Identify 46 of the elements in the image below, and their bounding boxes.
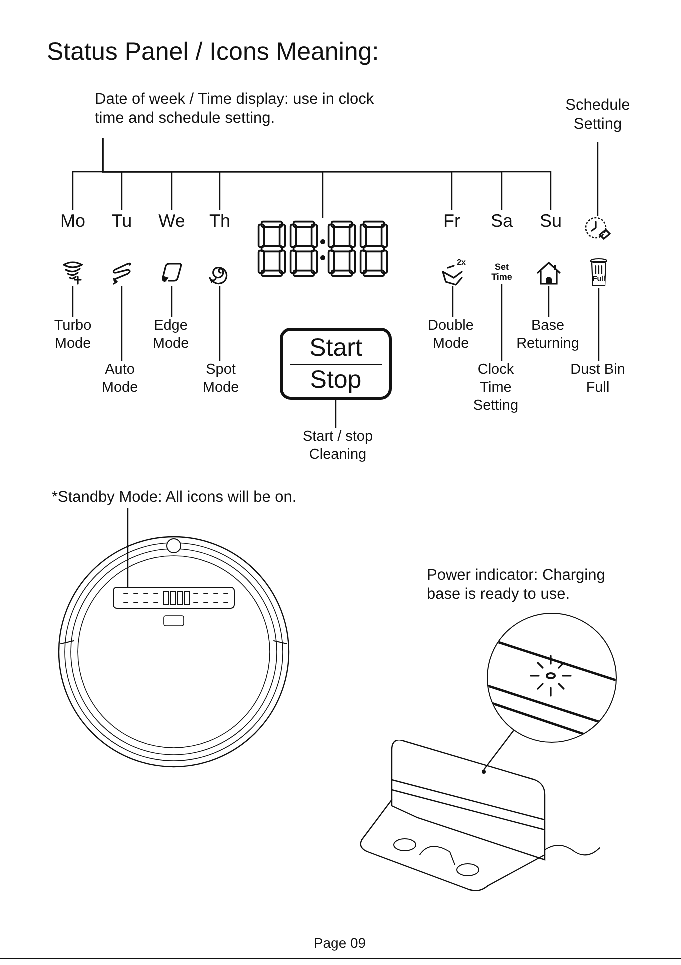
callout-text: Power indicator: Charging base is ready to use. [427,566,606,605]
icon-caption: Auto Mode [92,361,148,401]
day-label: Fr [435,210,469,234]
leader-line [121,286,123,361]
leader-line [598,288,600,361]
turbo-icon [61,260,85,286]
start-stop-button: Start Stop [280,328,392,400]
leader-line [171,286,173,317]
icon-caption: Turbo Mode [43,317,103,357]
indicator-light [482,770,486,774]
page-number: Page 09 [312,935,368,952]
day-label: Sa [485,210,519,234]
leader-line [127,508,129,587]
leader-line [452,286,454,317]
day-label: Tu [105,210,139,234]
leader-line [335,400,337,428]
callout-text: Date of week / Time display: use in clock time and schedule setting. [95,90,380,136]
edge-path-icon [160,260,184,286]
icon-caption: Base Returning [505,317,591,357]
day-label: Th [203,210,237,234]
callout-text: Schedule Setting [555,96,641,140]
day-label: Mo [56,210,90,234]
leader-line [597,142,599,216]
leader-line [501,284,503,361]
icon-caption: Clock Time Setting [462,361,530,419]
icon-caption: Spot Mode [192,361,250,401]
set-time-icon: Set Time [487,262,517,284]
icon-caption: Double Mode [418,317,484,357]
icon-caption: Dust Bin Full [570,361,626,419]
day-label: We [155,210,189,234]
leader-line [548,286,550,317]
note-text: *Standby Mode: All icons will be on. [52,488,322,508]
display-panel-drawing [113,587,235,609]
button-caption: Start / stop Cleaning [283,428,393,468]
house-icon [536,260,562,286]
schedule-clock-icon [584,216,612,242]
leader-line [72,286,74,317]
day-label: Su [534,210,568,234]
zigzag-path-icon [110,260,134,286]
leader-line [219,286,221,361]
magnified-view-drawing [487,613,617,743]
robot-vacuum-drawing [58,536,290,768]
icon-caption: Edge Mode [142,317,200,357]
page-title: Status Panel / Icons Meaning: [47,38,380,67]
leader-line [484,730,514,770]
segment-display [256,218,390,280]
